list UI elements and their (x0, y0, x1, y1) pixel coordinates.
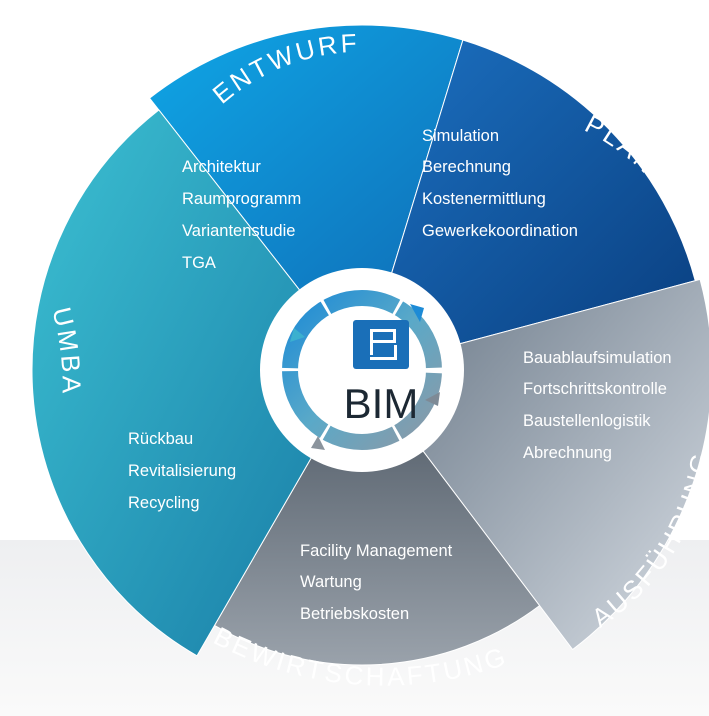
item-planung-4: Gewerkekoordination (422, 222, 578, 240)
item-bewirtschaftung-1: Facility Management (300, 542, 453, 560)
item-bewirtschaftung-3: Betriebskosten (300, 605, 409, 623)
bim-b-logo-icon (353, 320, 409, 369)
item-entwurf-1: Architektur (182, 158, 261, 176)
item-ausfuehrung-4: Abrechnung (523, 444, 612, 462)
item-entwurf-4: TGA (182, 254, 216, 272)
cycle-arrow-icon (290, 304, 440, 450)
center-label: BIM (344, 380, 419, 427)
items-planung: Simulation Berechnung Kostenermittlung G… (422, 127, 578, 240)
item-ausfuehrung-1: Bauablaufsimulation (523, 349, 672, 367)
item-umbau-1: Rückbau (128, 430, 193, 448)
items-umbau: Rückbau Revitalisierung Recycling (128, 430, 236, 512)
item-umbau-3: Recycling (128, 494, 200, 512)
items-entwurf: Architektur Raumprogramm Variantenstudie… (182, 158, 301, 272)
phase-wedges (31, 24, 709, 666)
center-hub: BIM (260, 268, 464, 472)
item-planung-2: Berechnung (422, 158, 511, 176)
item-planung-3: Kostenermittlung (422, 190, 546, 208)
item-planung-1: Simulation (422, 127, 499, 145)
item-umbau-2: Revitalisierung (128, 462, 236, 480)
item-bewirtschaftung-2: Wartung (300, 573, 362, 591)
cycle-ring-gaps (281, 289, 443, 451)
items-ausfuehrung: Bauablaufsimulation Fortschrittskontroll… (523, 349, 672, 462)
item-ausfuehrung-2: Fortschrittskontrolle (523, 380, 667, 398)
items-bewirtschaftung: Facility Management Wartung Betriebskost… (300, 542, 453, 623)
item-ausfuehrung-3: Baustellenlogistik (523, 412, 651, 430)
item-entwurf-3: Variantenstudie (182, 222, 295, 240)
item-entwurf-2: Raumprogramm (182, 190, 301, 208)
